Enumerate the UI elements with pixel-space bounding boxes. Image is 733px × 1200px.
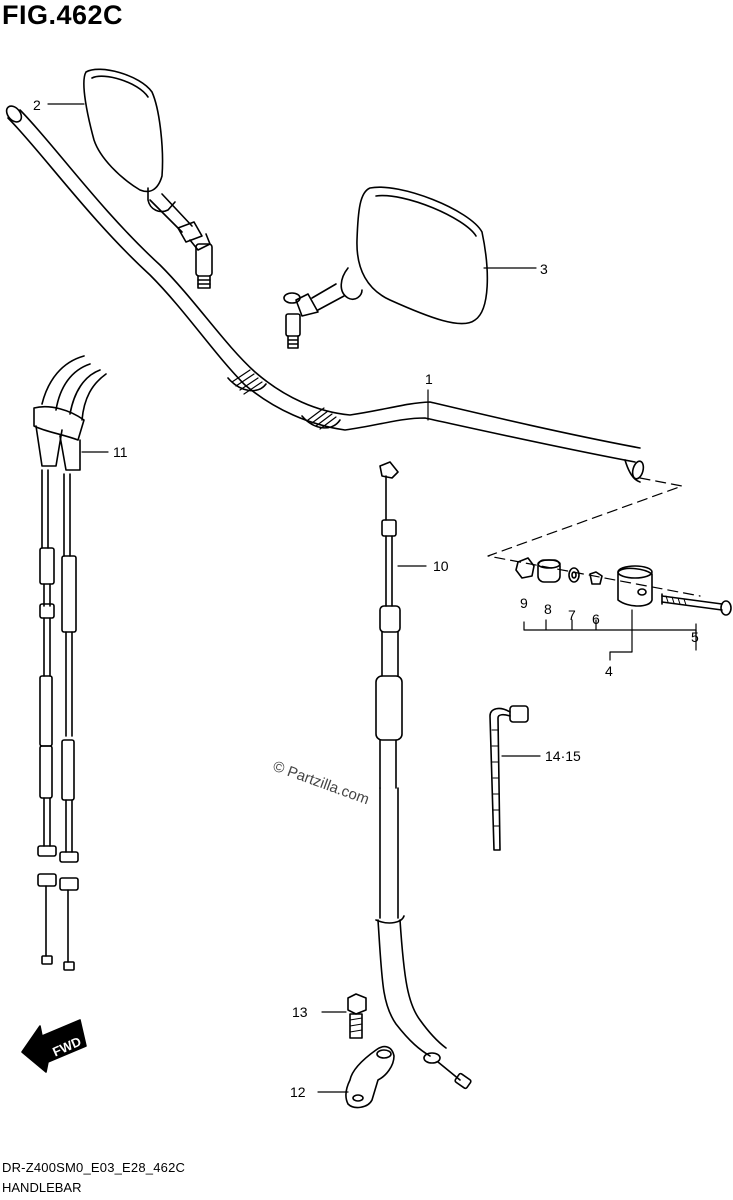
callout-3: 3 bbox=[540, 261, 548, 277]
callout-6: 6 bbox=[592, 611, 600, 627]
callout-11: 11 bbox=[113, 444, 128, 460]
callout-12: 12 bbox=[290, 1084, 306, 1100]
callout-7: 7 bbox=[568, 607, 576, 623]
callout-9: 9 bbox=[520, 595, 528, 611]
exploded-view-guide bbox=[487, 477, 701, 597]
cable-tie-part-14-15[interactable] bbox=[489, 705, 529, 851]
figure-name: HANDLEBAR bbox=[2, 1180, 82, 1195]
callout-5: 5 bbox=[691, 629, 699, 645]
callout-2: 2 bbox=[33, 97, 41, 113]
watermark: © Partzilla.com bbox=[271, 758, 372, 809]
callout-4: 4 bbox=[605, 663, 613, 679]
callout-13: 13 bbox=[292, 1004, 308, 1020]
callout-8: 8 bbox=[544, 601, 552, 617]
leader-lines bbox=[47, 103, 697, 1093]
cable-part-10[interactable] bbox=[375, 461, 472, 1090]
right-mirror-part[interactable] bbox=[283, 186, 489, 349]
callout-10: 10 bbox=[433, 558, 449, 574]
throttle-cable-part-11[interactable] bbox=[33, 355, 107, 971]
figure-title: FIG.462C bbox=[2, 0, 124, 30]
fwd-arrow: FWD bbox=[21, 1019, 87, 1073]
callout-1: 1 bbox=[425, 371, 433, 387]
handlebar-part[interactable] bbox=[4, 103, 646, 483]
clamp-part-12[interactable] bbox=[345, 1045, 395, 1109]
callout-14-15: 14·15 bbox=[545, 748, 581, 764]
balancer-assembly[interactable] bbox=[515, 557, 732, 616]
left-mirror-part[interactable] bbox=[83, 68, 213, 289]
figure-code: DR-Z400SM0_E03_E28_462C bbox=[2, 1160, 186, 1175]
bolt-part-13[interactable] bbox=[347, 993, 367, 1039]
